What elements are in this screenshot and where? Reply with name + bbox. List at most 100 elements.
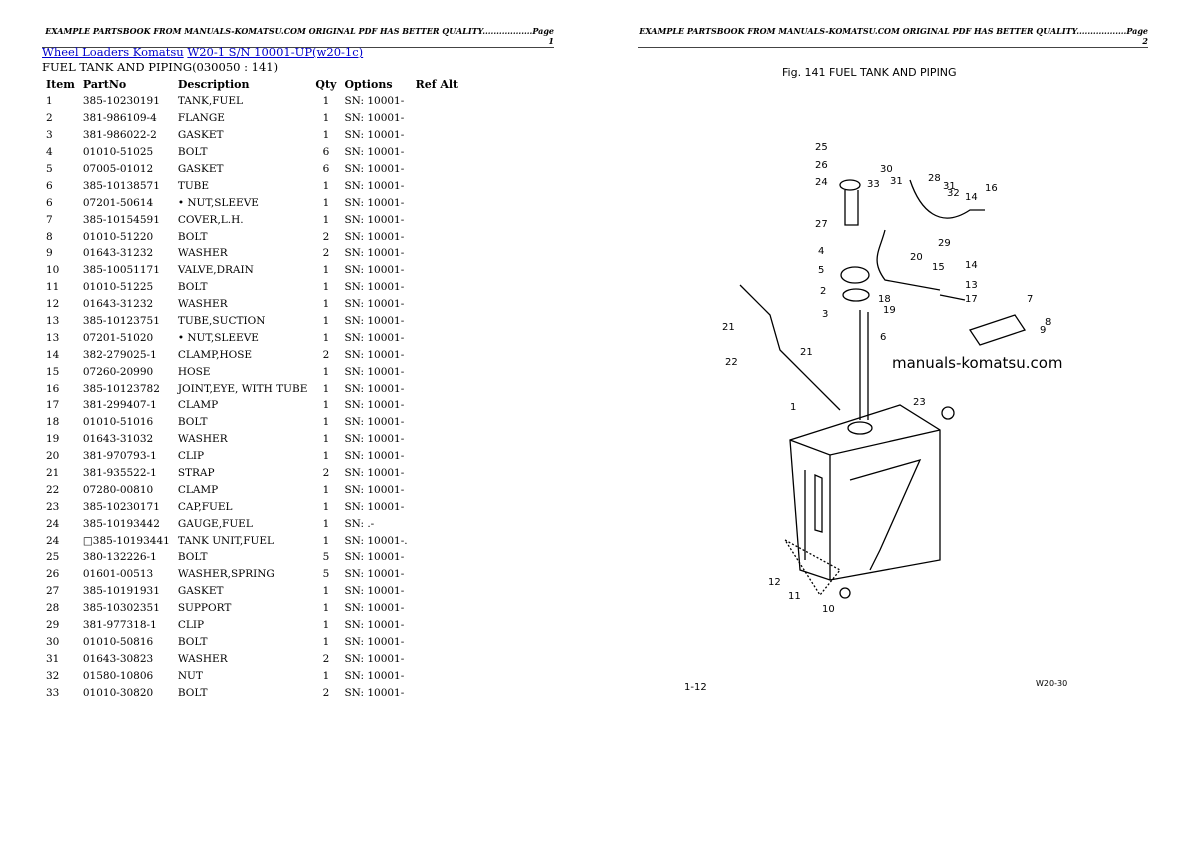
cell-partno: 07201-50614 xyxy=(82,196,154,209)
cell-partno: 01643-30823 xyxy=(82,652,154,665)
cell-description: BOLT xyxy=(177,416,208,429)
cell-partno: 385-10302351 xyxy=(82,602,160,615)
cell-description: BOLT xyxy=(177,146,208,159)
cell-qty: 1 xyxy=(322,298,330,311)
cell-description: STRAP xyxy=(177,467,215,480)
cell-options: SN: 10001- xyxy=(344,433,405,446)
cell-description: CLAMP xyxy=(177,399,219,412)
cell-partno: 01010-50816 xyxy=(82,635,154,648)
cell-qty: 5 xyxy=(322,568,330,581)
breadcrumb-link-category[interactable]: Wheel Loaders Komatsu xyxy=(42,45,184,59)
cell-options: SN: 10001- xyxy=(344,568,405,581)
cell-description: FLANGE xyxy=(177,112,225,125)
cell-options: SN: 10001- xyxy=(344,585,405,598)
callout-label: 1 xyxy=(790,402,796,413)
cell-item: 14 xyxy=(46,348,60,361)
cell-partno: 381-977318-1 xyxy=(82,619,157,632)
cell-options: SN: 10001- xyxy=(344,551,405,564)
callout-label: 13 xyxy=(965,280,978,291)
callout-label: 28 xyxy=(928,173,941,184)
callout-label: 4 xyxy=(818,246,824,257)
cell-qty: 1 xyxy=(322,585,330,598)
model-code: W20-30 xyxy=(1036,679,1067,688)
cell-options: SN: 10001- xyxy=(344,416,405,429)
cell-partno: 385-10230171 xyxy=(82,500,160,513)
cell-partno: 01010-51220 xyxy=(82,230,154,243)
column-header: Options xyxy=(344,78,393,91)
cell-qty: 1 xyxy=(322,179,330,192)
cell-partno: 381-299407-1 xyxy=(82,399,157,412)
cell-description: BOLT xyxy=(177,686,208,699)
cell-partno: 385-10230191 xyxy=(82,95,160,108)
cell-options: SN: 10001- xyxy=(344,281,405,294)
breadcrumb-link-model[interactable]: W20-1 S/N 10001-UP(w20-1c) xyxy=(187,45,364,59)
cell-qty: 2 xyxy=(322,348,330,361)
cell-options: SN: 10001- xyxy=(344,602,405,615)
cell-options: SN: 10001- xyxy=(344,450,405,463)
cell-partno: 07005-01012 xyxy=(82,163,154,175)
cell-options: SN: 10001- xyxy=(344,382,405,395)
cell-options: SN: 10001- xyxy=(344,129,405,142)
callout-label: 25 xyxy=(815,142,828,153)
cell-partno: 01643-31032 xyxy=(82,433,154,446)
callout-label: 5 xyxy=(818,265,824,276)
cell-item: 2 xyxy=(46,112,53,125)
cell-qty: 1 xyxy=(322,331,330,344)
cell-options: SN: 10001-. xyxy=(344,534,408,547)
cell-description: CLAMP xyxy=(177,483,219,496)
section-title: FUEL TANK AND PIPING(030050 : 141) xyxy=(42,60,279,74)
cell-item: 26 xyxy=(46,568,60,581)
cell-options: SN: 10001- xyxy=(344,467,405,480)
cell-description: CLIP xyxy=(177,450,205,463)
cell-item: 29 xyxy=(46,619,60,632)
cell-qty: 1 xyxy=(322,112,330,125)
cell-partno: 381-986022-2 xyxy=(82,129,157,142)
cell-item: 1 xyxy=(46,95,53,108)
cell-qty: 2 xyxy=(322,230,330,243)
cell-description: CLIP xyxy=(177,619,205,632)
cell-item: 23 xyxy=(46,500,60,513)
cell-partno: 01010-51225 xyxy=(82,281,154,294)
cell-options: SN: 10001- xyxy=(344,686,405,699)
cell-partno: 385-10123751 xyxy=(82,315,160,328)
cell-description: WASHER xyxy=(177,652,228,665)
cell-partno: 382-279025-1 xyxy=(82,348,157,361)
cell-options: SN: 10001- xyxy=(344,635,405,648)
cell-qty: 1 xyxy=(322,517,330,530)
cell-qty: 1 xyxy=(322,534,330,547)
cell-description: WASHER,SPRING xyxy=(177,568,275,581)
cell-description: BOLT xyxy=(177,551,208,564)
cell-partno: 385-10051171 xyxy=(82,264,160,277)
callout-label: 7 xyxy=(1027,294,1033,305)
cell-description: SUPPORT xyxy=(177,602,232,615)
cell-description: GAUGE,FUEL xyxy=(177,517,253,530)
cell-qty: 2 xyxy=(322,686,330,699)
callout-label: 29 xyxy=(938,238,951,249)
cell-qty: 5 xyxy=(322,551,330,564)
cell-description: BOLT xyxy=(177,635,208,648)
cell-item: 3 xyxy=(46,129,53,142)
cell-partno: 01010-51016 xyxy=(82,416,154,429)
callout-label: 8 xyxy=(1045,317,1051,328)
column-header: Qty xyxy=(315,78,337,91)
cell-item: 16 xyxy=(46,382,60,395)
cell-qty: 1 xyxy=(322,382,330,395)
cell-options: SN: 10001- xyxy=(344,669,405,682)
cell-qty: 6 xyxy=(322,163,330,175)
